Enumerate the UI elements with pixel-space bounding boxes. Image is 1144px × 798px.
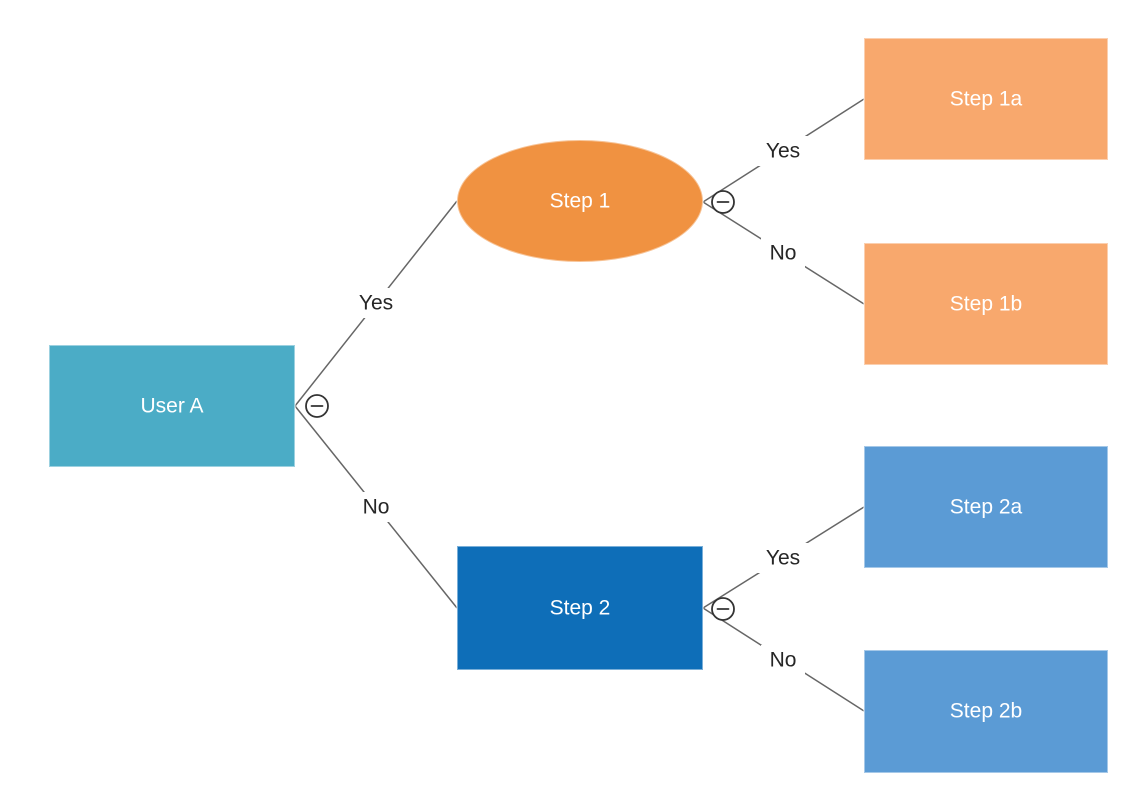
edge-label-backing [348,288,404,318]
edge-label-step-2-yes: Yes [755,543,811,573]
edge-label-backing [761,645,805,675]
node-step-1b[interactable]: Step 1b [863,242,1109,366]
edge-label-backing [761,238,805,268]
node-step-1a-label: Step 1a [950,88,1023,111]
node-step-1b-shape[interactable] [863,242,1109,366]
collapse-step-2-minus-icon[interactable] [711,597,735,621]
edge-label-backing [755,543,811,573]
node-step-1a-shape[interactable] [863,37,1109,161]
edge-label-step-1-no: No [761,238,805,268]
edge-label-backing [755,136,811,166]
node-step-2a-shape[interactable] [863,445,1109,569]
edge-label-step-2-no: No [761,645,805,675]
node-step-2b-label: Step 2b [950,700,1022,723]
edge-label-text: Yes [359,292,393,315]
node-step-2[interactable]: Step 2 [456,545,704,671]
edge-label-text: No [770,649,797,672]
edge-label-user-a-yes: Yes [348,288,404,318]
node-step-2a[interactable]: Step 2a [863,445,1109,569]
node-step-1-shape[interactable] [456,139,704,263]
node-step-1-label: Step 1 [550,190,611,213]
node-step-2b[interactable]: Step 2b [863,649,1109,774]
node-step-1[interactable]: Step 1 [456,139,704,263]
node-user-a-shape[interactable] [48,344,296,468]
node-user-a-label: User A [140,395,203,418]
edge-label-text: Yes [766,140,800,163]
edge-label-text: Yes [766,547,800,570]
nodes-layer: User A Step 1 Step 1a Step 1b Step 2 Ste… [48,37,1109,774]
node-step-2a-label: Step 2a [950,496,1023,519]
node-step-2b-shape[interactable] [863,649,1109,774]
edge-label-backing [354,492,398,522]
collapse-user-a-minus-icon[interactable] [305,394,329,418]
edge-labels-layer: Yes No Yes No Yes No [348,136,811,675]
collapse-icons-layer [305,190,735,621]
edge-label-text: No [770,242,797,265]
node-step-2-shape[interactable] [456,545,704,671]
collapse-step-1-minus-icon[interactable] [711,190,735,214]
edge-label-text: No [363,496,390,519]
node-step-2-label: Step 2 [550,597,611,620]
node-step-1b-label: Step 1b [950,293,1022,316]
edge-label-step-1-yes: Yes [755,136,811,166]
node-step-1a[interactable]: Step 1a [863,37,1109,161]
edge-label-user-a-no: No [354,492,398,522]
node-user-a[interactable]: User A [48,344,296,468]
